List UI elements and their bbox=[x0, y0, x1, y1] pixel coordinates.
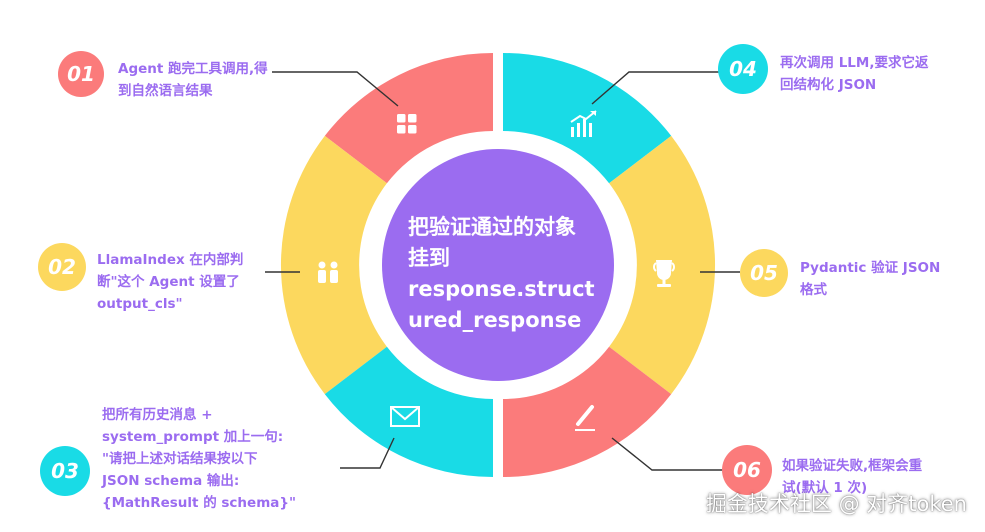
step-text-01: Agent 跑完工具调用,得 到自然语言结果 bbox=[118, 61, 268, 99]
step-text-04: 再次调用 LLM,要求它返 回结构化 JSON bbox=[780, 55, 929, 93]
connector-06 bbox=[611, 437, 725, 471]
step-badge-06: 06 bbox=[722, 445, 772, 495]
step-text-02: LlamaIndex 在内部判 断"这个 Agent 设置了 output_cl… bbox=[97, 252, 244, 312]
step-text-05: Pydantic 验证 JSON 格式 bbox=[800, 260, 941, 298]
people-icon bbox=[318, 261, 338, 283]
envelope-icon bbox=[390, 406, 420, 427]
step-badge-03: 03 bbox=[40, 446, 90, 496]
bar-chart-icon bbox=[570, 110, 597, 137]
connector-01 bbox=[272, 71, 399, 107]
step-text-03: 把所有历史消息 + system_prompt 加上一句: "请把上述对话结果按… bbox=[102, 407, 297, 511]
step-text-06: 如果验证失败,框架会重 试(默认 1 次) bbox=[782, 458, 923, 496]
step-badge-05: 05 bbox=[740, 249, 788, 297]
step-badge-01: 01 bbox=[58, 51, 104, 97]
segment-03 bbox=[324, 346, 493, 477]
connector-03 bbox=[340, 437, 395, 469]
step-badge-04: 04 bbox=[718, 44, 768, 94]
pencil-icon bbox=[575, 405, 595, 431]
trophy-icon bbox=[653, 260, 675, 287]
center-circle bbox=[382, 149, 614, 381]
center-title: 把验证通过的对象 挂到 response.struct ured_respons… bbox=[408, 215, 595, 332]
connector-04 bbox=[591, 71, 732, 105]
watermark: 掘金技术社区 @ 对齐token bbox=[705, 492, 967, 516]
grid-icon bbox=[397, 114, 417, 134]
step-badge-02: 02 bbox=[38, 243, 86, 291]
